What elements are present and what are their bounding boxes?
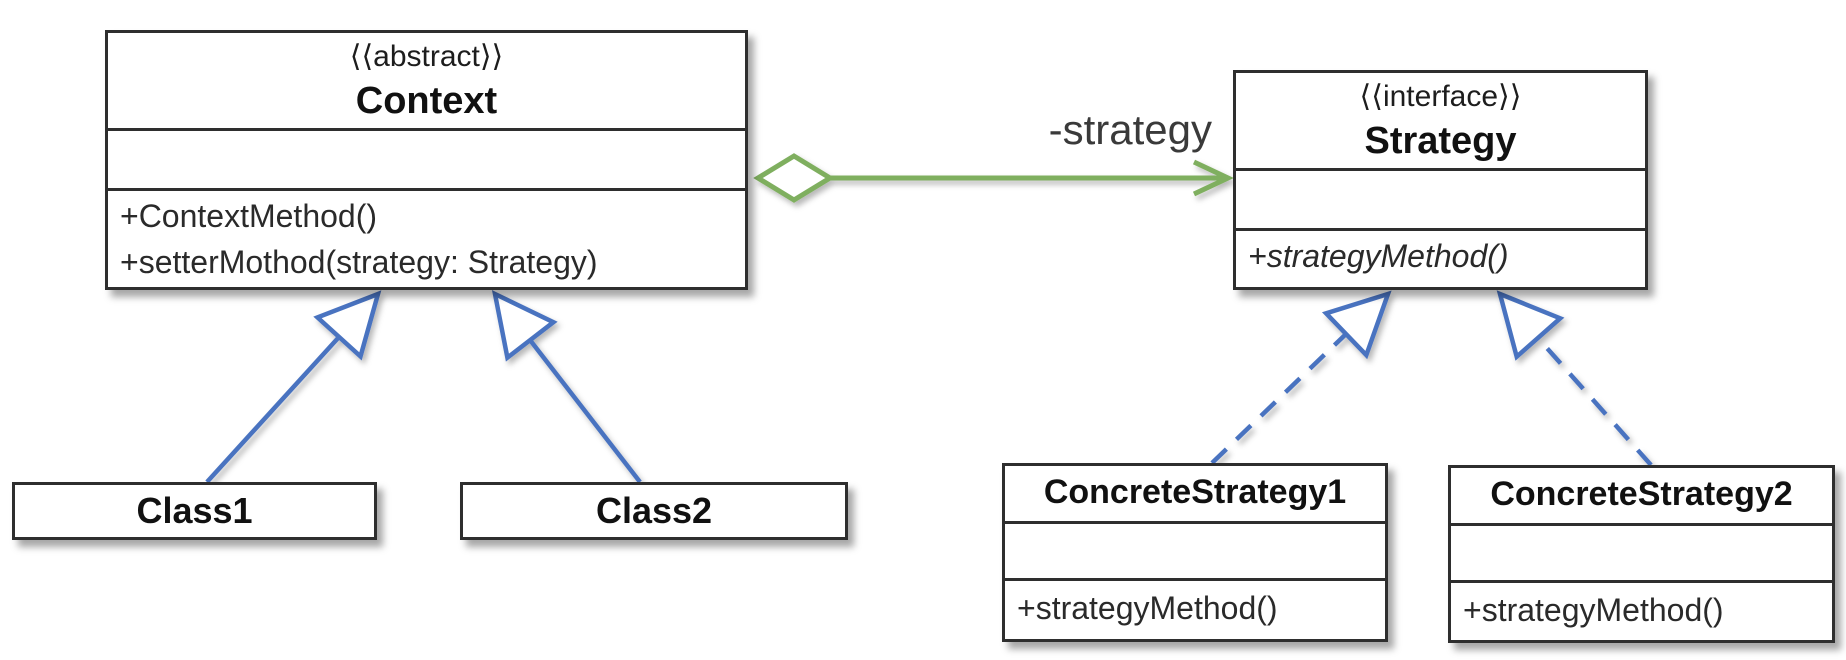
inheritance-arrowhead-class1 bbox=[313, 290, 382, 361]
aggregation-role-label: -strategy bbox=[1048, 106, 1212, 153]
aggregation-diamond bbox=[753, 153, 835, 203]
concrete2-attributes-empty bbox=[1451, 526, 1832, 583]
context-stereotype: ⟨⟨abstract⟩⟩ bbox=[349, 39, 504, 73]
context-methods: +ContextMethod() +setterMothod(strategy:… bbox=[108, 191, 745, 287]
strategy-method-1: +strategyMethod() bbox=[1248, 238, 1509, 274]
strategy-header: ⟨⟨interface⟩⟩ Strategy bbox=[1236, 73, 1645, 171]
strategy-name: Strategy bbox=[1364, 119, 1517, 162]
context-method-1: +ContextMethod() bbox=[120, 198, 378, 234]
concrete1-methods: +strategyMethod() bbox=[1005, 581, 1385, 639]
concrete1-name: ConcreteStrategy1 bbox=[1005, 466, 1385, 524]
concrete2-methods: +strategyMethod() bbox=[1451, 583, 1832, 640]
inheritance-line-class1 bbox=[205, 335, 341, 484]
class-box-context: ⟨⟨abstract⟩⟩ Context +ContextMethod() +s… bbox=[105, 30, 748, 290]
context-header: ⟨⟨abstract⟩⟩ Context bbox=[108, 33, 745, 131]
inheritance-arrowhead-class2 bbox=[491, 290, 558, 362]
class2-name: Class2 bbox=[595, 490, 713, 531]
realization-line-concrete2 bbox=[1536, 336, 1653, 467]
concrete2-method-1: +strategyMethod() bbox=[1463, 592, 1724, 628]
class1-name: Class1 bbox=[136, 490, 253, 531]
concrete1-method-1: +strategyMethod() bbox=[1017, 590, 1278, 626]
class-box-class2: Class2 bbox=[460, 482, 848, 540]
realization-arrowhead-concrete1 bbox=[1321, 290, 1392, 360]
context-name: Context bbox=[355, 79, 498, 122]
strategy-attributes-empty bbox=[1236, 171, 1645, 231]
class-box-concretestrategy2: ConcreteStrategy2 +strategyMethod() bbox=[1448, 465, 1835, 643]
concrete2-name: ConcreteStrategy2 bbox=[1451, 468, 1832, 526]
concrete1-attributes-empty bbox=[1005, 524, 1385, 581]
class-box-concretestrategy1: ConcreteStrategy1 +strategyMethod() bbox=[1002, 463, 1388, 642]
context-method-2: +setterMothod(strategy: Strategy) bbox=[120, 244, 598, 280]
context-attributes-empty bbox=[108, 131, 745, 191]
realization-arrowhead-concrete2 bbox=[1496, 290, 1565, 361]
inheritance-line-class2 bbox=[528, 338, 642, 484]
class-box-strategy: ⟨⟨interface⟩⟩ Strategy +strategyMethod() bbox=[1233, 70, 1648, 290]
aggregation-arrowhead bbox=[1192, 159, 1234, 197]
strategy-stereotype: ⟨⟨interface⟩⟩ bbox=[1359, 79, 1522, 113]
realization-line-concrete1 bbox=[1210, 332, 1348, 465]
strategy-methods: +strategyMethod() bbox=[1236, 231, 1645, 287]
class-box-class1: Class1 bbox=[12, 482, 377, 540]
